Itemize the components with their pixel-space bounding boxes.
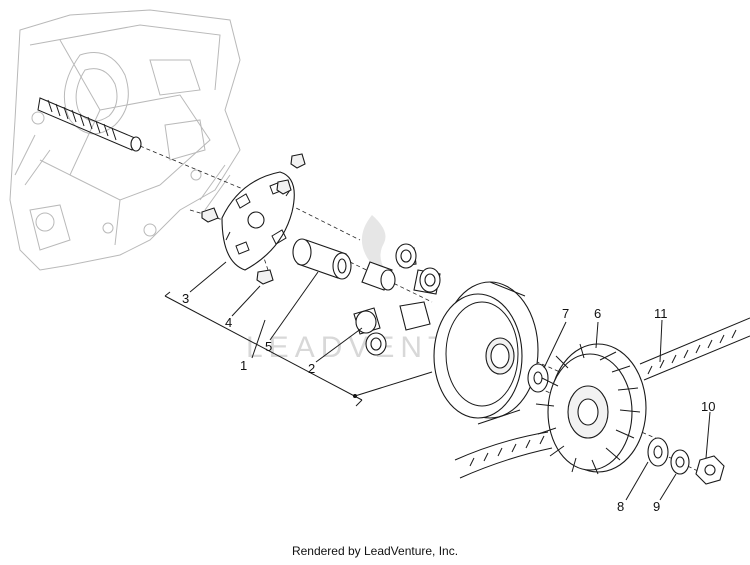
fan-pulley (535, 343, 647, 475)
callout-4: 4 (225, 315, 232, 330)
callout-2: 2 (308, 361, 315, 376)
variator-pulley (433, 281, 539, 425)
callout-9: 9 (653, 499, 660, 514)
callout-7: 7 (562, 306, 569, 321)
callout-6: 6 (594, 306, 601, 321)
washer-item-7 (527, 363, 549, 393)
washer-item-9 (670, 449, 690, 475)
callout-labels: 1 2 3 4 5 6 7 8 9 10 11 (182, 291, 715, 514)
callout-11: 11 (654, 306, 668, 321)
callout-10: 10 (701, 399, 715, 414)
nut-item-10 (695, 455, 725, 485)
callout-1: 1 (240, 358, 247, 373)
splined-shaft (37, 97, 142, 152)
washer-item-8 (647, 437, 669, 467)
crankcase-housing (9, 9, 241, 271)
callout-8: 8 (617, 499, 624, 514)
bushing (292, 238, 352, 280)
callout-5: 5 (265, 339, 272, 354)
drive-belt (454, 317, 750, 479)
kit-bracket (164, 291, 363, 407)
callout-3: 3 (182, 291, 189, 306)
ramp-plate (221, 171, 295, 271)
slider-clips (201, 153, 306, 285)
roller-weights (353, 243, 441, 356)
footer-credit: Rendered by LeadVenture, Inc. (291, 544, 459, 558)
leader-lines (189, 261, 711, 501)
